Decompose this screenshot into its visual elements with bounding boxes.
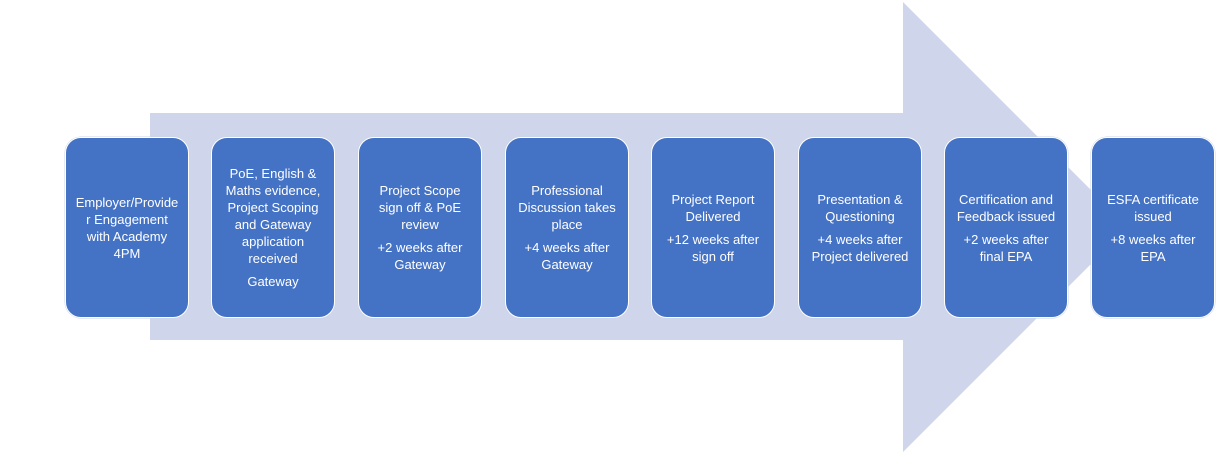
step-employer-engagement: Employer/Provider Engagement with Academ… bbox=[65, 137, 189, 318]
step-note: Gateway bbox=[247, 274, 299, 289]
step-title: Professional Discussion takes place bbox=[518, 183, 616, 232]
step-project-scope: Project Scope sign off & PoE review +2 w… bbox=[358, 137, 482, 318]
step-note: +2 weeks after Gateway bbox=[377, 240, 463, 272]
arrow-shape bbox=[150, 2, 1128, 452]
step-title: Presentation & Questioning bbox=[817, 191, 903, 224]
step-note: +12 weeks after sign off bbox=[666, 231, 760, 264]
step-note: +2 weeks after final EPA bbox=[963, 231, 1049, 264]
step-note: +4 weeks after Gateway bbox=[524, 240, 610, 272]
step-esfa-certificate: ESFA certificate issued +8 weeks after E… bbox=[1091, 137, 1215, 318]
step-note: +8 weeks after EPA bbox=[1110, 231, 1196, 264]
step-certification: Certification and Feedback issued +2 wee… bbox=[944, 137, 1068, 318]
step-title: Project Report Delivered bbox=[671, 191, 755, 224]
step-professional-discussion: Professional Discussion takes place +4 w… bbox=[505, 137, 629, 318]
step-title: ESFA certificate issued bbox=[1107, 191, 1199, 224]
step-presentation: Presentation & Questioning +4 weeks afte… bbox=[798, 137, 922, 318]
step-gateway: PoE, English & Maths evidence, Project S… bbox=[211, 137, 335, 318]
step-title: Project Scope sign off & PoE review bbox=[378, 183, 462, 232]
step-title: Certification and Feedback issued bbox=[956, 191, 1056, 224]
step-note: +4 weeks after Project delivered bbox=[811, 231, 909, 264]
step-project-report: Project Report Delivered +12 weeks after… bbox=[651, 137, 775, 318]
step-title: Employer/Provider Engagement with Academ… bbox=[75, 194, 179, 261]
step-title: PoE, English & Maths evidence, Project S… bbox=[225, 166, 321, 266]
